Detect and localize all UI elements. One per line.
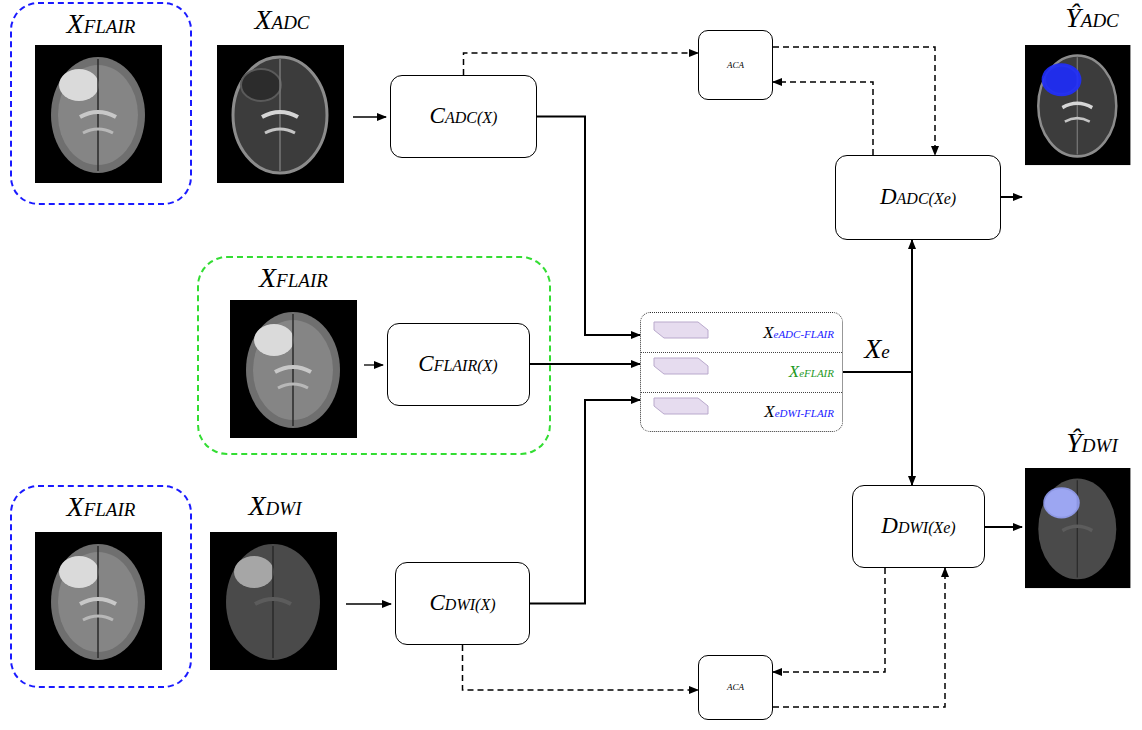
decoder-box: DDWI(Xe) bbox=[852, 485, 985, 568]
modality-group: XFLAIR bbox=[10, 2, 192, 205]
arrow bbox=[346, 603, 391, 604]
flair-image bbox=[35, 532, 162, 670]
box-label: XFLAIR bbox=[67, 8, 136, 40]
output-label: ŶDWI bbox=[1066, 427, 1117, 459]
attention-connector bbox=[773, 568, 945, 707]
arrow bbox=[1001, 196, 1022, 198]
attention-box: ACA bbox=[698, 30, 773, 100]
box-label: CADC(X) bbox=[430, 103, 498, 129]
embedding-name: XeFLAIR bbox=[789, 362, 834, 382]
row-divider bbox=[641, 352, 842, 353]
embedding-box: XeADC-FLAIR XeFLAIR XeDWI-FLAIR bbox=[640, 312, 843, 432]
row-divider bbox=[641, 392, 842, 393]
flair-image bbox=[35, 45, 162, 183]
modality-label: XDWI bbox=[249, 490, 302, 522]
feature-connector bbox=[843, 372, 912, 485]
box-label: XFLAIR bbox=[259, 262, 328, 294]
box-label: DADC(Xe) bbox=[880, 184, 956, 210]
feature-connector bbox=[530, 400, 640, 604]
box-label: DDWI(Xe) bbox=[881, 513, 955, 539]
box-label: CFLAIR(X) bbox=[418, 351, 497, 377]
arrow bbox=[353, 116, 386, 117]
segmentation-mask bbox=[1042, 63, 1082, 96]
adc-image bbox=[217, 45, 344, 183]
embedding-slabs bbox=[654, 322, 708, 414]
attention-connector bbox=[464, 53, 699, 75]
box-label: ACA bbox=[727, 60, 744, 70]
embedding-name: XeDWI-FLAIR bbox=[764, 402, 834, 422]
box-label: ACA bbox=[727, 682, 744, 692]
box-label: CDWI(X) bbox=[430, 590, 496, 616]
attention-connector bbox=[773, 568, 885, 672]
modality-label: XADC bbox=[254, 4, 309, 36]
adc-image bbox=[1025, 45, 1130, 165]
feature-connector bbox=[843, 240, 912, 372]
modality-group: XFLAIR bbox=[10, 485, 192, 688]
output-label: ŶADC bbox=[1065, 2, 1119, 34]
dwi-image bbox=[1025, 468, 1130, 588]
encoder-box: CADC(X) bbox=[390, 75, 537, 158]
input-arrows bbox=[346, 117, 391, 604]
box-label: XFLAIR bbox=[67, 491, 136, 523]
dwi-prediction-image bbox=[1025, 468, 1130, 588]
arrow bbox=[985, 526, 1022, 528]
attention-connector bbox=[773, 47, 935, 155]
encoder-box: CDWI(X) bbox=[395, 562, 530, 645]
adc-prediction-image bbox=[1025, 45, 1130, 165]
feature-connector bbox=[530, 363, 641, 365]
attention-box: ACA bbox=[698, 655, 773, 720]
decoder-box: DADC(Xe) bbox=[835, 155, 1001, 240]
flair-image bbox=[230, 300, 357, 438]
feature-connector bbox=[537, 117, 640, 336]
dwi-image bbox=[210, 532, 337, 670]
shared-modality-group: XFLAIR CFLAIR(X) bbox=[197, 256, 551, 455]
attention-connector bbox=[773, 82, 873, 155]
output-arrows bbox=[985, 197, 1022, 527]
segmentation-mask bbox=[1043, 487, 1080, 518]
embedding-name: XeADC-FLAIR bbox=[763, 323, 834, 343]
attention-connector bbox=[463, 645, 699, 690]
arrow bbox=[364, 364, 383, 365]
embedding-label: Xe bbox=[864, 333, 890, 365]
encoder-box: CFLAIR(X) bbox=[387, 323, 530, 406]
